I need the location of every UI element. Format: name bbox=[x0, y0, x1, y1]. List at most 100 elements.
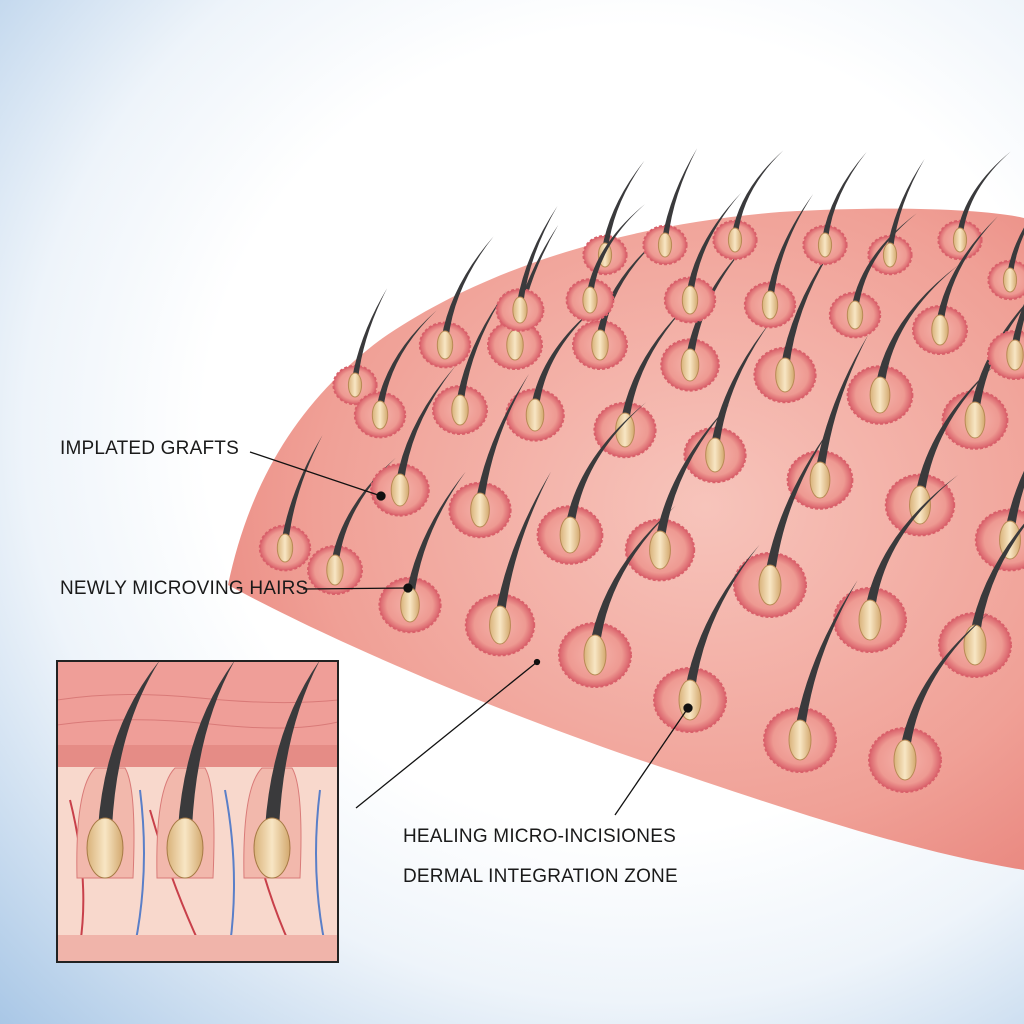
hair-shaft bbox=[970, 523, 1024, 635]
hair-shaft bbox=[565, 402, 647, 526]
hair-shaft bbox=[766, 194, 814, 298]
hair-shaft bbox=[780, 240, 838, 367]
hair-bulb bbox=[436, 330, 454, 360]
hair-bulb bbox=[809, 461, 831, 499]
follicle-graft bbox=[593, 301, 691, 459]
hair-shaft bbox=[352, 288, 388, 379]
inset-hair-follicle bbox=[156, 661, 235, 879]
blood-vessel bbox=[149, 809, 201, 946]
hair-bulb bbox=[390, 473, 410, 507]
blood-vessel bbox=[224, 789, 235, 946]
inset-hair-follicle bbox=[243, 661, 320, 879]
follicle-graft bbox=[558, 505, 676, 688]
follicle-graft bbox=[753, 240, 838, 404]
follicle-graft bbox=[572, 234, 664, 370]
follicle-graft bbox=[733, 426, 832, 618]
hair-bulb bbox=[964, 401, 986, 439]
hair-bulb bbox=[788, 719, 812, 761]
hair-shaft bbox=[795, 580, 858, 730]
follicle-graft bbox=[307, 457, 396, 595]
follicle-graft bbox=[642, 148, 698, 266]
hair-bulb bbox=[727, 227, 743, 253]
hair-shaft bbox=[495, 471, 551, 616]
hair-bulb bbox=[680, 348, 700, 382]
hair-shaft bbox=[376, 310, 437, 408]
cross-section-inset bbox=[56, 660, 339, 963]
hair-bulb bbox=[525, 398, 545, 432]
hair-bulb bbox=[817, 232, 833, 258]
hair-bulb bbox=[846, 300, 864, 330]
hair-bulb bbox=[583, 634, 607, 676]
hair-shaft bbox=[596, 234, 664, 338]
label-dermal-integration-zone: DERMAL INTEGRATION ZONE bbox=[403, 866, 678, 887]
hair-shaft bbox=[936, 216, 998, 323]
hair-bulb bbox=[931, 314, 949, 346]
blood-vessel bbox=[134, 789, 145, 946]
inset-hair-follicle bbox=[76, 661, 160, 879]
hair-bulb bbox=[371, 400, 389, 430]
hair-shaft bbox=[875, 264, 960, 386]
hair-shaft bbox=[655, 404, 730, 541]
hair-shaft bbox=[732, 150, 784, 234]
hair-bulb bbox=[506, 329, 524, 361]
hair-shaft bbox=[685, 544, 760, 690]
hair-shaft bbox=[865, 474, 959, 610]
hair-shaft bbox=[586, 204, 645, 294]
hair-bulb bbox=[559, 516, 581, 554]
follicle-graft bbox=[418, 236, 494, 369]
hair-shaft bbox=[475, 374, 529, 502]
hair-bulb bbox=[882, 242, 898, 268]
follicle-graft bbox=[505, 298, 606, 442]
hair-bulb bbox=[1006, 339, 1024, 371]
hair-shaft bbox=[686, 242, 749, 357]
hair-shaft bbox=[957, 151, 1011, 234]
follicle-graft bbox=[987, 303, 1024, 380]
hair-bulb bbox=[615, 412, 635, 448]
hair-bulb bbox=[869, 376, 891, 414]
hair-shaft bbox=[331, 457, 396, 563]
follicle-grafts bbox=[258, 148, 1024, 793]
hair-shaft bbox=[590, 505, 676, 645]
hair-shaft bbox=[686, 192, 742, 293]
hair-shaft bbox=[441, 236, 494, 338]
hair-shaft bbox=[531, 298, 606, 407]
hair-shaft bbox=[456, 291, 507, 403]
hair-shaft bbox=[900, 612, 990, 750]
hair-shaft bbox=[822, 151, 867, 239]
follicle-graft bbox=[712, 150, 784, 261]
follicle-graft bbox=[536, 402, 647, 565]
hair-shaft bbox=[1011, 303, 1024, 348]
follicle-graft bbox=[786, 334, 869, 510]
follicle-graft bbox=[660, 242, 749, 392]
follicle-graft bbox=[828, 213, 917, 339]
hair-shaft bbox=[396, 365, 456, 482]
follicle-graft bbox=[867, 159, 925, 276]
hair-bulb bbox=[681, 285, 699, 315]
scalp-surface bbox=[228, 208, 1024, 870]
hair-bulb bbox=[582, 286, 598, 314]
follicle-graft bbox=[868, 612, 990, 793]
hair-shaft bbox=[281, 435, 323, 541]
hair-bulb bbox=[489, 605, 511, 645]
label-newly-growing-hairs: NEWLY MICROVING HAIRS bbox=[60, 578, 309, 599]
follicle-graft bbox=[258, 435, 323, 572]
hair-bulb bbox=[758, 564, 782, 606]
hair-bulb bbox=[276, 533, 294, 563]
follicle-graft bbox=[378, 471, 466, 634]
hair-shaft bbox=[405, 471, 466, 597]
hair-shaft bbox=[602, 160, 645, 249]
hair-bulb bbox=[705, 437, 725, 473]
follicle-graft bbox=[464, 471, 551, 657]
hair-bulb bbox=[963, 624, 987, 666]
follicle-graft bbox=[974, 471, 1024, 572]
hair-bulb bbox=[512, 296, 528, 324]
hair-shaft bbox=[710, 321, 771, 447]
hair-shaft bbox=[662, 148, 698, 239]
follicle-graft bbox=[743, 194, 814, 329]
follicle-graft bbox=[833, 474, 959, 653]
hair-shaft bbox=[815, 334, 869, 471]
follicle-graft bbox=[332, 288, 388, 406]
follicle-graft bbox=[987, 227, 1024, 301]
hair-shaft bbox=[851, 213, 917, 308]
